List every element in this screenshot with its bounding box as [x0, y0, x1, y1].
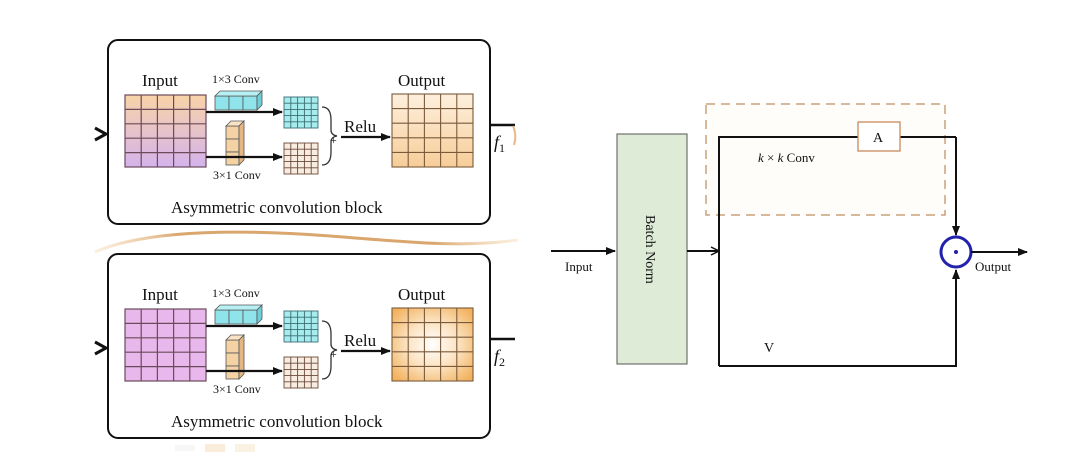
relu-label: Relu	[344, 117, 377, 136]
conv-label: k × k Conv	[758, 150, 815, 165]
top-branch-line	[718, 136, 858, 366]
gated-conv-diagram: Input Batch Norm A k × k Conv V Output	[551, 103, 1028, 367]
input-feature-grid	[124, 94, 207, 168]
decorative-divider-curve	[94, 230, 519, 254]
block-caption: Asymmetric convolution block	[171, 412, 383, 431]
output-feature-grid	[391, 93, 474, 168]
asymmetric-conv-block-2: Input 1×3 Conv 3×1 Conv + Relu Output f2Asymme…	[94, 253, 515, 439]
plus-sign: +	[330, 133, 337, 147]
conv-3x1-label: 3×1 Conv	[213, 382, 261, 396]
batch-norm-label: Batch Norm	[642, 215, 657, 284]
output-label: Output	[398, 71, 446, 90]
conv-1x3-output-grid	[283, 310, 319, 343]
incoming-arrow-icon	[94, 126, 110, 142]
asymmetric-conv-block-1: Input 1×3 Conv 3×1 Conv + Relu Output f1Asymme…	[94, 39, 517, 225]
block-frame	[107, 39, 491, 225]
relu-label: Relu	[344, 331, 377, 350]
right-output-label: Output	[975, 259, 1012, 274]
block-frame	[107, 253, 491, 439]
input-label: Input	[142, 71, 178, 90]
decorative-curve-fragment	[512, 125, 517, 146]
conv-1x3-label: 1×3 Conv	[212, 286, 260, 300]
feature-label: f2	[494, 346, 505, 369]
conv-1x3-output-grid	[283, 96, 319, 129]
plus-sign: +	[330, 347, 337, 361]
elementwise-multiply-dot	[954, 250, 958, 254]
conv-3x1-output-grid	[283, 356, 319, 389]
feature-label: f1	[494, 132, 505, 155]
conv-3x1-output-grid	[283, 142, 319, 175]
v-label: V	[764, 341, 774, 356]
sum-brace	[321, 106, 338, 166]
kernel-1x3-icon	[214, 304, 263, 325]
kernel-3x1-icon	[225, 120, 245, 166]
decorative-bottom-fragments	[175, 444, 255, 452]
output-label: Output	[398, 285, 446, 304]
conv-1x3-label: 1×3 Conv	[212, 72, 260, 86]
conv-3x1-label: 3×1 Conv	[213, 168, 261, 182]
output-feature-grid	[391, 307, 474, 382]
right-input-label: Input	[565, 259, 593, 274]
incoming-arrow-icon	[94, 340, 110, 356]
sum-brace	[321, 320, 338, 380]
input-label: Input	[142, 285, 178, 304]
batch-norm-box	[616, 133, 688, 365]
block-caption: Asymmetric convolution block	[171, 198, 383, 217]
input-feature-grid	[124, 308, 207, 382]
conv-dashed-region	[705, 103, 946, 216]
a-box	[857, 121, 901, 152]
kernel-3x1-icon	[225, 334, 245, 380]
bottom-branch-line	[719, 269, 960, 367]
a-label: A	[873, 131, 884, 146]
kernel-1x3-icon	[214, 90, 263, 111]
